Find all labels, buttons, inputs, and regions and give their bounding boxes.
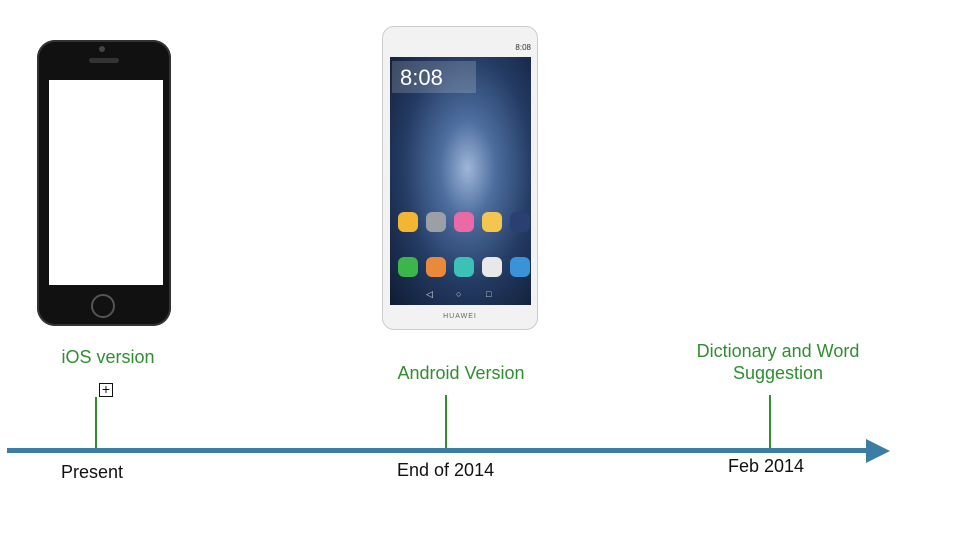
dock-icon	[454, 257, 474, 277]
app-icon	[510, 212, 530, 232]
iphone-home-button	[91, 294, 115, 318]
android-phone-image: 8:08 8:08 ◁ ○ □ HUAWEI	[382, 26, 538, 330]
android-status-time: 8:08	[515, 43, 531, 52]
app-icon	[454, 212, 474, 232]
milestone-date-dictionary: Feb 2014	[728, 456, 805, 476]
milestone-date-ios: Present	[61, 462, 124, 482]
milestone-date-android: End of 2014	[397, 460, 495, 480]
milestone-tick-ios	[95, 397, 97, 449]
app-icon	[482, 212, 502, 232]
milestone-label-dictionary: Dictionary and Word Suggestion	[696, 341, 860, 383]
milestone-label-android: Android Version	[397, 363, 525, 383]
iphone-speaker	[89, 58, 119, 63]
back-icon: ◁	[426, 289, 433, 299]
timeline-arrowhead	[866, 439, 890, 463]
iphone-camera	[99, 46, 105, 52]
dock-icon	[426, 257, 446, 277]
dock-icon	[482, 257, 502, 277]
home-icon: ○	[456, 289, 462, 299]
iphone-image	[37, 40, 171, 326]
android-clock: 8:08	[400, 65, 443, 90]
android-brand: HUAWEI	[443, 313, 477, 320]
recents-icon: □	[486, 289, 492, 299]
android-screen: 8:08 ◁ ○ □	[390, 57, 531, 305]
iphone-screen	[49, 80, 163, 285]
plus-square-icon[interactable]: +	[99, 382, 113, 397]
app-icon	[398, 212, 418, 232]
milestone-tick-dictionary	[769, 395, 771, 449]
dock-icon	[510, 257, 530, 277]
app-icon	[426, 212, 446, 232]
milestone-tick-android	[445, 395, 447, 449]
dock-icon	[398, 257, 418, 277]
timeline-axis	[7, 448, 869, 453]
milestone-label-ios: iOS version	[61, 347, 155, 367]
